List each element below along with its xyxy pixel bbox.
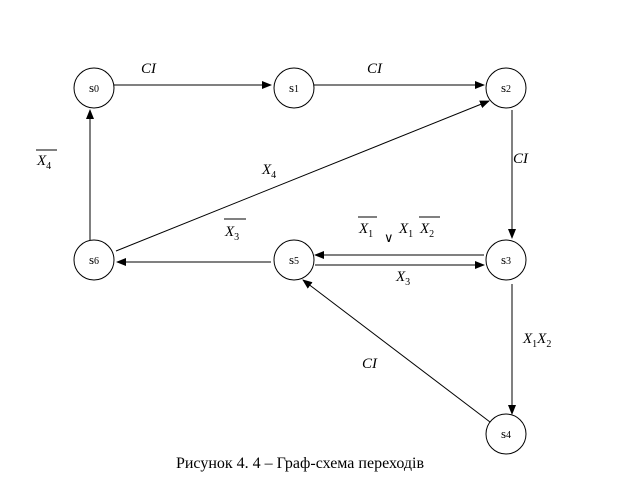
node-s0: s0: [73, 67, 115, 109]
svg-text:X1: X1: [358, 221, 373, 240]
svg-text:X3: X3: [395, 269, 410, 288]
label-s5-s6: X3: [224, 218, 246, 243]
label-s4-s5: CI: [362, 356, 378, 372]
svg-text:X3: X3: [224, 224, 239, 243]
figure-caption: Рисунок 4. 4 – Граф-схема переходів: [176, 455, 425, 472]
label-s5-s3: X3: [395, 269, 410, 288]
label-s3-s4: X1X2: [522, 331, 551, 350]
edge-s4-s5: [302, 279, 491, 423]
svg-text:s3: s3: [501, 252, 511, 267]
svg-text:s0: s0: [89, 80, 99, 95]
svg-text:X4: X4: [36, 153, 51, 172]
node-s6: s6: [73, 239, 115, 281]
node-s5: s5: [273, 239, 315, 281]
label-s6-s0: X4: [36, 149, 57, 172]
svg-text:s4: s4: [501, 426, 511, 441]
svg-text:s1: s1: [289, 80, 299, 95]
svg-text:s6: s6: [89, 252, 99, 267]
label-s2-s3: CI: [513, 151, 529, 167]
svg-text:X1X2: X1X2: [522, 331, 551, 350]
label-s1-s2: CI: [367, 61, 383, 77]
node-s3: s3: [485, 239, 527, 281]
label-s6-s2: X4: [261, 162, 276, 181]
node-s2: s2: [485, 67, 527, 109]
svg-text:X1: X1: [398, 221, 413, 240]
svg-text:X2: X2: [419, 221, 434, 240]
label-s0-s1: CI: [141, 61, 157, 77]
svg-text:s5: s5: [289, 252, 299, 267]
label-s3-s5: X1 ∨ X1 X2: [358, 216, 440, 245]
svg-text:s2: s2: [501, 80, 511, 95]
svg-text:∨: ∨: [384, 230, 394, 245]
edge-s6-s2: [115, 100, 490, 252]
svg-text:X4: X4: [261, 162, 276, 181]
node-s4: s4: [485, 413, 527, 455]
node-s1: s1: [273, 67, 315, 109]
